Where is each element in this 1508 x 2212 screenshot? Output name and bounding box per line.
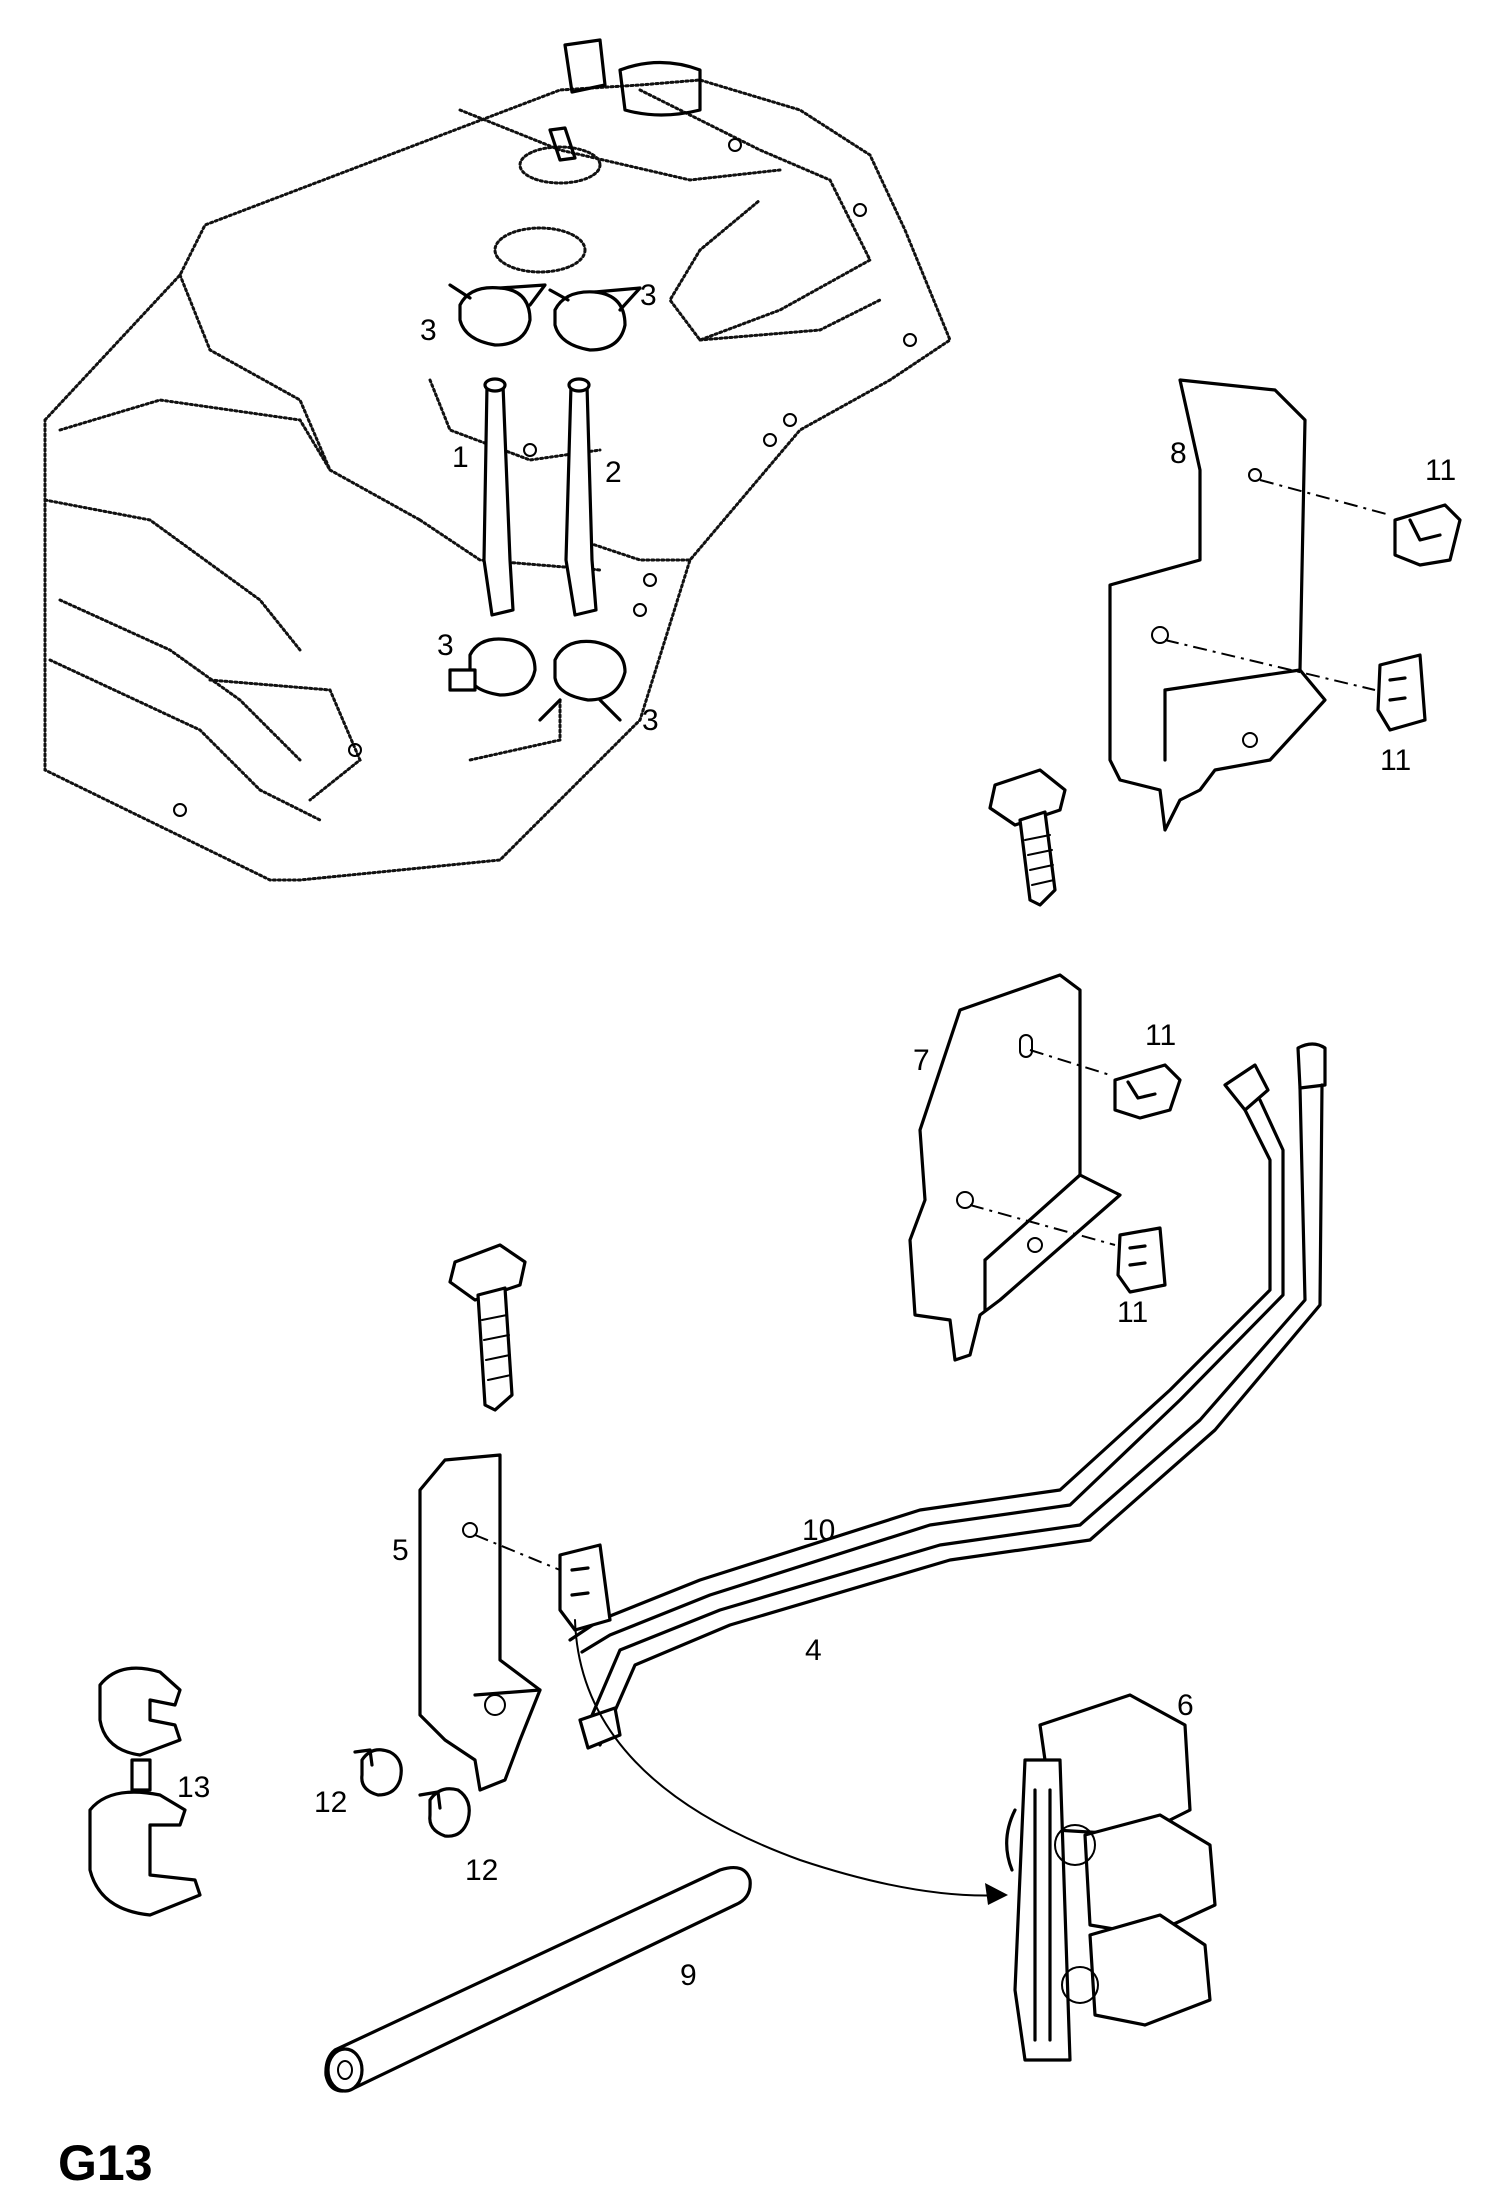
bolt	[988, 768, 1067, 907]
bracket	[1108, 378, 1391, 832]
clip	[1393, 503, 1462, 567]
callout-4: 4	[805, 1634, 822, 1667]
callout-11: 11	[1380, 744, 1411, 777]
callout-9: 9	[680, 1959, 697, 1992]
hose-clamp-small	[418, 1787, 471, 1838]
callout-3: 3	[642, 704, 659, 737]
bracket	[418, 1453, 561, 1792]
callout-labels: 1 2 3 3 3 3 8 11 11 7 11 11 10 5 4 6 13 …	[177, 279, 1456, 1992]
callout-3: 3	[640, 279, 657, 312]
hose-clamp	[448, 637, 537, 697]
callout-12: 12	[465, 1854, 498, 1887]
callout-3: 3	[420, 314, 437, 347]
callout-11: 11	[1425, 454, 1456, 487]
clip	[558, 1543, 612, 1632]
double-clip	[88, 1666, 202, 1917]
figure-code: G13	[58, 2135, 153, 2191]
callout-7: 7	[913, 1044, 930, 1077]
callout-10: 10	[802, 1514, 835, 1547]
hose-clamp-small	[353, 1748, 403, 1797]
fuel-hose	[564, 377, 598, 617]
callout-6: 6	[1177, 1689, 1194, 1722]
hose-clamp	[538, 639, 627, 722]
callout-5: 5	[392, 1534, 409, 1567]
callout-8: 8	[1170, 437, 1187, 470]
bracket	[908, 973, 1122, 1362]
callout-12: 12	[314, 1786, 347, 1819]
bolt	[448, 1243, 527, 1412]
fuel-pipe	[588, 1042, 1327, 1747]
fuel-hose	[482, 377, 515, 617]
pipe-end	[578, 1706, 622, 1750]
leader-arrow	[574, 1619, 1008, 1905]
hose-clamp	[448, 283, 547, 347]
callout-2: 2	[605, 456, 622, 489]
pipe-clip-assembly	[1005, 1693, 1217, 2062]
clip	[1113, 1063, 1182, 1120]
clip	[1376, 653, 1427, 732]
fuel-pipe	[568, 1063, 1285, 1654]
callout-3: 3	[437, 629, 454, 662]
clip	[1116, 1226, 1167, 1294]
callout-13: 13	[177, 1771, 210, 1804]
callout-11: 11	[1117, 1296, 1148, 1329]
callout-11: 11	[1145, 1019, 1176, 1052]
callout-1: 1	[452, 441, 469, 474]
fuel-hose-long	[324, 1866, 752, 2093]
hose-clamp	[548, 286, 642, 352]
